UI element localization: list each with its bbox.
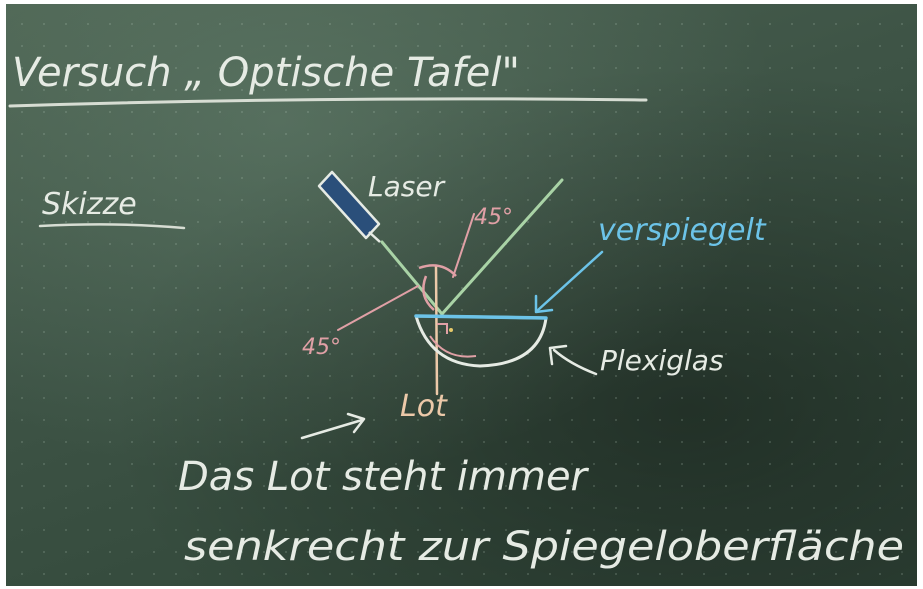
- laser-label: Laser: [368, 170, 446, 203]
- sketch-underline: [38, 223, 186, 230]
- right-angle-dot: [449, 328, 453, 332]
- sketch-heading: Skizze: [42, 187, 137, 222]
- normal-line: [434, 264, 439, 396]
- angle-label-top: 45°: [474, 205, 513, 230]
- normal-label: Lot: [400, 389, 448, 424]
- mirrored-arrow-head: [534, 294, 554, 314]
- angle-arc-left: [422, 275, 435, 311]
- mirrored-label: verspiegelt: [598, 213, 767, 248]
- statement-line-2: senkrecht zur Spiegeloberfläche: [184, 524, 904, 570]
- statement-arrow-shaft: [300, 418, 364, 440]
- title-underline: [8, 97, 648, 108]
- angle-label-left: 45°: [302, 335, 341, 360]
- reflected-beam: [440, 178, 564, 316]
- mirrored-surface: [414, 314, 548, 320]
- angle-pointer-top: [452, 213, 475, 278]
- inner-arc: [429, 335, 477, 358]
- chalkboard-drawing: Versuch „ Optische Tafel" Skizze Laser 4…: [8, 50, 904, 570]
- incident-beam: [380, 240, 444, 316]
- plexiglass-semicircle: [414, 314, 548, 368]
- angle-arc-top: [418, 264, 457, 277]
- right-angle-mark: [437, 323, 448, 334]
- plexiglass-arrow-head: [548, 344, 568, 366]
- plexiglass-arrow-shaft: [552, 348, 598, 376]
- laser-device: [317, 170, 381, 243]
- statement-arrow-head: [346, 412, 366, 434]
- angle-pointer-left: [337, 285, 419, 331]
- statement-line-1: Das Lot steht immer: [178, 454, 590, 500]
- chalkboard-photo: Versuch „ Optische Tafel" Skizze Laser 4…: [6, 4, 917, 586]
- board-title: Versuch „ Optische Tafel": [12, 50, 520, 96]
- plexiglass-label: Plexiglas: [600, 344, 724, 377]
- mirrored-arrow-shaft: [536, 250, 604, 312]
